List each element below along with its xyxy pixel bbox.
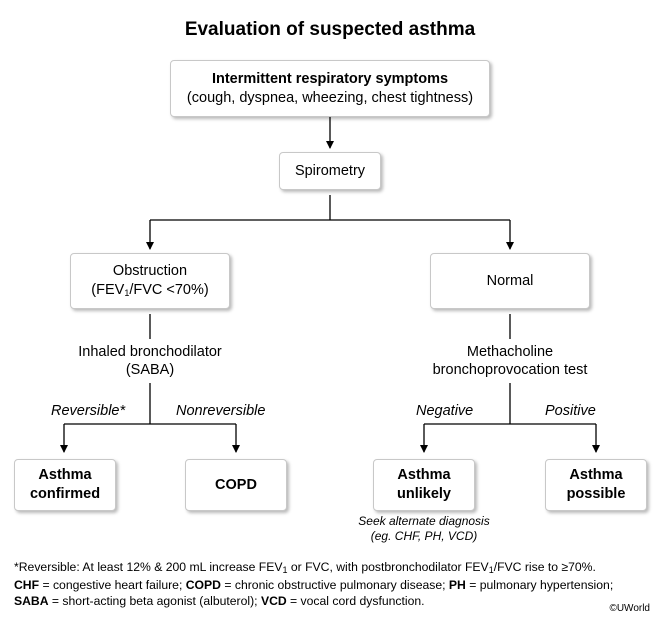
copd-box: COPD — [185, 459, 287, 511]
asthma-confirmed-box: Asthma confirmed — [14, 459, 116, 511]
footnote-abbreviations-1: CHF = congestive heart failure; COPD = c… — [14, 578, 614, 592]
branch-negative: Negative — [416, 403, 474, 419]
diagram-title: Evaluation of suspected asthma — [184, 19, 476, 40]
start-box: Intermittent respiratory symptoms (cough… — [170, 60, 490, 117]
obstruction-criterion: (FEV1/FVC <70%) — [91, 282, 209, 298]
asthma-possible-box: Asthma possible — [545, 459, 647, 511]
asthma-unlikely-box: Asthma unlikely — [373, 459, 475, 511]
normal-box: Normal — [430, 253, 590, 309]
bronchodilator-text: Inhaled bronchodilator (SABA) — [78, 344, 222, 378]
obstruction-box: Obstruction (FEV1/FVC <70%) — [70, 253, 230, 309]
start-heading: Intermittent respiratory symptoms — [211, 70, 449, 87]
seek-alternate-note: Seek alternate diagnosis (eg. CHF, PH, V… — [358, 514, 490, 543]
branch-reversible: Reversible* — [51, 403, 126, 419]
normal-label: Normal — [486, 272, 534, 289]
obstruction-label: Obstruction — [112, 263, 188, 279]
start-detail: (cough, dyspnea, wheezing, chest tightne… — [186, 89, 474, 106]
spirometry-box: Spirometry — [279, 152, 381, 190]
footnote-abbreviations-2: SABA = short-acting beta agonist (albute… — [14, 594, 425, 608]
methacholine-text: Methacholine bronchoprovocation test — [432, 344, 588, 378]
branch-nonreversible: Nonreversible — [176, 403, 266, 419]
branch-positive: Positive — [545, 403, 596, 419]
spirometry-label: Spirometry — [294, 162, 366, 179]
footnote-reversible: *Reversible: At least 12% & 200 mL incre… — [14, 560, 596, 575]
copyright-notice: ©UWorld — [609, 603, 650, 614]
